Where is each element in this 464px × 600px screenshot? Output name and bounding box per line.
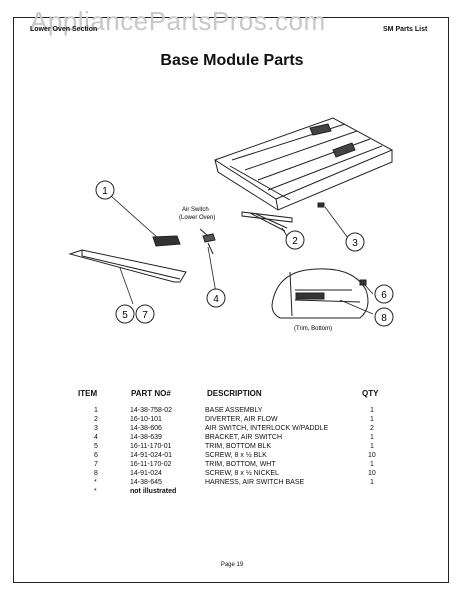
cell-item: 5: [94, 443, 98, 450]
cell-part: 14-38-645: [130, 479, 162, 486]
callout-number: 2: [292, 236, 298, 247]
table-row: 7 16-11-170-02 TRIM, BOTTOM, WHT 1: [0, 461, 464, 470]
table-row: 2 16-10-101 DIVERTER, AIR FLOW 1: [0, 416, 464, 425]
col-header-qty: QTY: [362, 389, 379, 398]
cell-description: HARNESS, AIR SWITCH BASE: [205, 479, 305, 486]
table-row: * not illustrated: [0, 488, 464, 497]
cell-qty: 10: [368, 452, 376, 459]
col-header-item: ITEM: [78, 389, 98, 398]
cell-part: 14-38-606: [130, 425, 162, 432]
cell-part: 14-91-024-01: [130, 452, 173, 459]
cell-description: BRACKET, AIR SWITCH: [205, 434, 283, 441]
cell-qty: 1: [370, 461, 374, 468]
leader-lines: [110, 195, 374, 315]
cell-part: not illustrated: [130, 488, 177, 495]
base-assembly-drawing: [213, 117, 394, 211]
cell-item: *: [94, 488, 97, 495]
callout-number: 7: [142, 310, 148, 321]
cell-description: TRIM, BOTTOM BLK: [205, 443, 271, 450]
cell-item: *: [94, 479, 97, 486]
table-row: 1 14-38-758-02 BASE ASSEMBLY 1: [0, 407, 464, 416]
cell-item: 7: [94, 461, 98, 468]
callout-number: 4: [213, 294, 219, 305]
cell-part: 14-38-758-02: [130, 407, 173, 414]
header-section: Lower Oven Section: [30, 26, 98, 33]
callout-circles: [95, 180, 394, 327]
callout-number: 8: [381, 313, 387, 324]
bracket-drawing: [152, 235, 181, 247]
table-row: * 14-38-645 HARNESS, AIR SWITCH BASE 1: [0, 479, 464, 488]
cell-item: 6: [94, 452, 98, 459]
table-row: 3 14-38-606 AIR SWITCH, INTERLOCK W/PADD…: [0, 425, 464, 434]
page-title: Base Module Parts: [160, 52, 304, 69]
callout-circle-8: [374, 307, 394, 327]
callout-circle-4: [95, 180, 115, 200]
cell-qty: 10: [368, 470, 376, 477]
cell-part: 16-11-170-01: [130, 443, 172, 450]
cell-description: SCREW, 8 x ½ BLK: [205, 452, 267, 459]
cell-qty: 1: [370, 434, 374, 441]
cell-item: 2: [94, 416, 98, 423]
callout-circle-2: [285, 230, 305, 250]
cell-qty: 1: [370, 443, 374, 450]
cell-qty: 1: [370, 416, 374, 423]
cell-part: 14-91-024: [130, 470, 162, 477]
trim-detail-label: (Trim, Bottom): [294, 326, 332, 332]
air-switch-label: Air Switch: [182, 207, 209, 213]
callout-circle-7: [135, 304, 155, 324]
cell-description: BASE ASSEMBLY: [205, 407, 263, 414]
trim-bottom-drawing: [68, 249, 187, 283]
cell-item: 3: [94, 425, 98, 432]
callout-number: 1: [102, 186, 108, 197]
page-frame: [13, 17, 449, 583]
table-row: 4 14-38-639 BRACKET, AIR SWITCH 1: [0, 434, 464, 443]
cell-part: 16-10-101: [130, 416, 162, 423]
cell-part: 14-38-639: [130, 434, 162, 441]
callout-number: 6: [381, 290, 387, 301]
cell-qty: 1: [370, 407, 374, 414]
trim-detail-inset: [271, 268, 369, 319]
callout-number: 5: [122, 310, 128, 321]
callout-circle-5: [115, 304, 135, 324]
cell-description: DIVERTER, AIR FLOW: [205, 416, 278, 423]
page-number: Page 19: [220, 562, 244, 568]
header-doc-title: SM Parts List: [383, 26, 428, 33]
air-switch-sublabel: (Lower Oven): [179, 215, 215, 221]
table-row: 5 16-11-170-01 TRIM, BOTTOM BLK 1: [0, 443, 464, 452]
cell-item: 8: [94, 470, 98, 477]
air-switch-drawing: [199, 228, 216, 255]
cell-item: 1: [94, 407, 98, 414]
watermark: AppliancePartsPros.com: [30, 6, 326, 36]
table-row: 6 14-91-024-01 SCREW, 8 x ½ BLK 10: [0, 452, 464, 461]
cell-part: 16-11-170-02: [130, 461, 172, 468]
cell-description: SCREW, 8 x ½ NICKEL: [205, 470, 279, 477]
cell-qty: 2: [370, 425, 374, 432]
cell-qty: 1: [370, 479, 374, 486]
col-header-description: DESCRIPTION: [207, 389, 262, 398]
callout-numbers: 1 2 3 4 5 7 6 8: [102, 186, 387, 324]
cell-description: AIR SWITCH, INTERLOCK W/PADDLE: [205, 425, 329, 432]
callout-circle-1: [345, 232, 365, 252]
cell-description: TRIM, BOTTOM, WHT: [205, 461, 276, 468]
cell-item: 4: [94, 434, 98, 441]
col-header-part: PART NO#: [131, 389, 171, 398]
diverter-drawing: [241, 211, 293, 232]
callout-circle-6: [374, 284, 394, 304]
callout-number: 3: [352, 238, 358, 249]
table-row: 8 14-91-024 SCREW, 8 x ½ NICKEL 10: [0, 470, 464, 479]
callout-circle-3: [206, 288, 226, 308]
